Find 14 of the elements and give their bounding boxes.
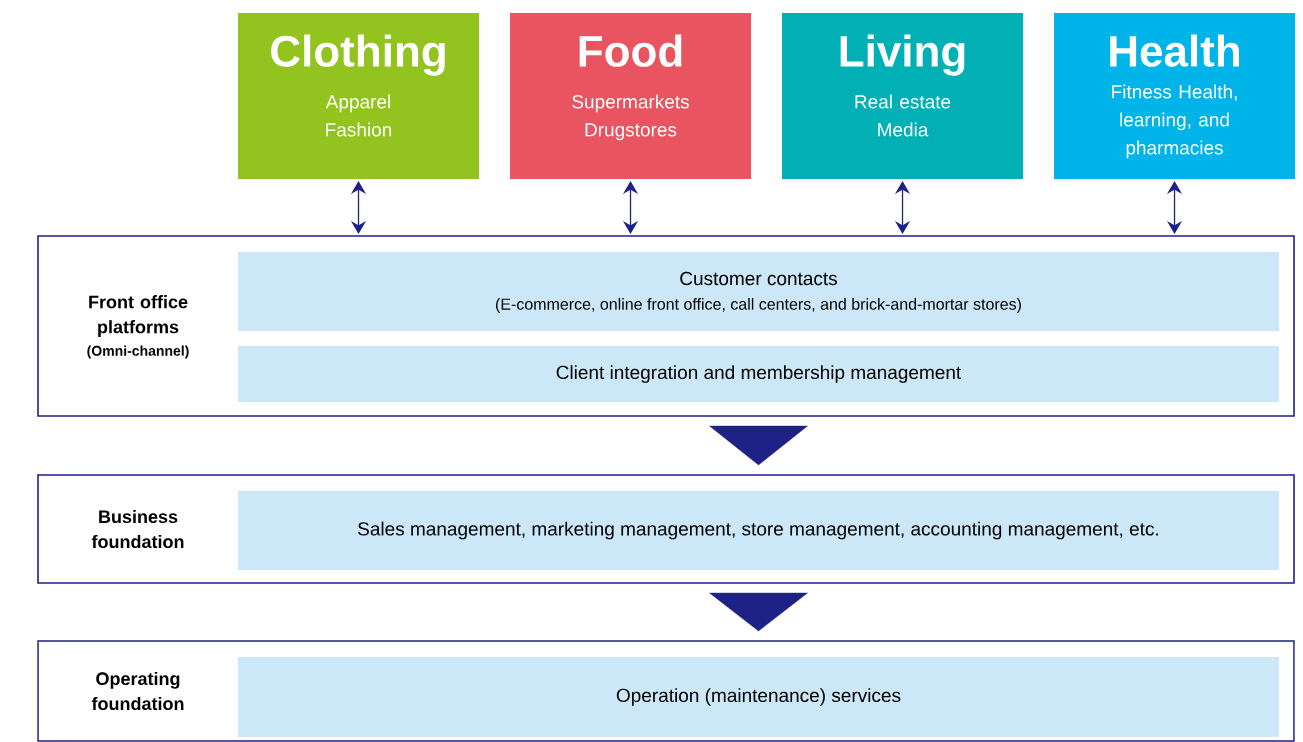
content-box: Sales management, marketing management, store management, accounting management, etc. bbox=[238, 491, 1279, 570]
content-box: Client integration and membership management bbox=[238, 346, 1279, 402]
category-box: Food Supermarkets Drugstores bbox=[510, 13, 751, 179]
content-box: Customer contacts (E-commerce, online front office, call centers, and brick-and-mortar stores) bbox=[238, 252, 1279, 331]
triangle-arrow bbox=[709, 425, 808, 466]
category-box: Clothing Apparel Fashion bbox=[238, 13, 479, 179]
double-arrow bbox=[894, 181, 911, 234]
category-box: Health Fitness Health, learning, and pharmacies bbox=[1054, 13, 1295, 179]
content-box: Operation (maintenance) services bbox=[238, 657, 1279, 737]
double-arrow bbox=[1166, 181, 1183, 234]
double-arrow bbox=[350, 181, 367, 234]
category-box: Living Real estate Media bbox=[782, 13, 1023, 179]
double-arrow bbox=[622, 181, 639, 234]
triangle-arrow bbox=[709, 592, 808, 632]
